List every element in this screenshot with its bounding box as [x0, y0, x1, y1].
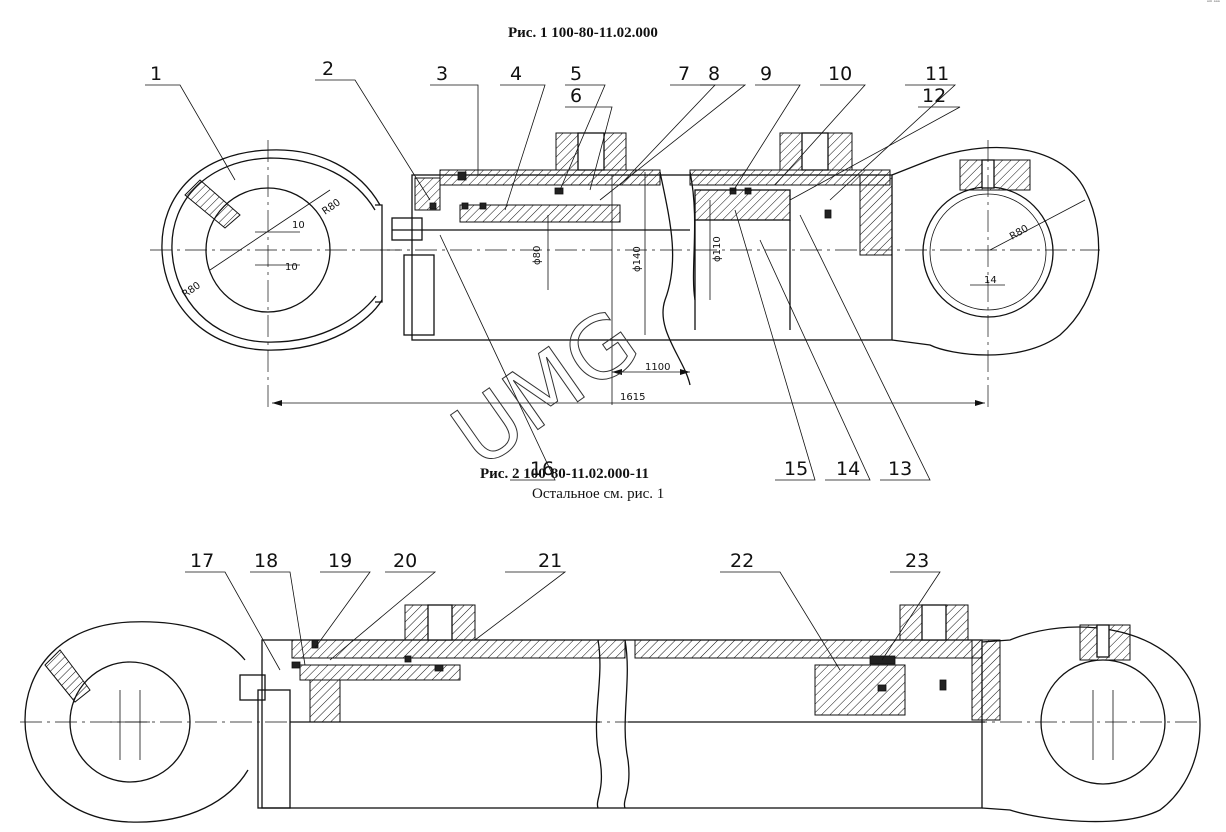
callout-19: 19 — [328, 550, 352, 572]
fig2-left-eye — [20, 621, 1200, 823]
dim-d110: ϕ110 — [712, 236, 723, 262]
callout-15: 15 — [784, 458, 808, 480]
fig2-leaders — [185, 571, 941, 671]
callout-12: 12 — [922, 85, 946, 107]
callout-16: 16 — [530, 458, 554, 480]
fig2-callouts: 17 18 19 20 21 22 23 — [190, 550, 929, 572]
dim-d140: ϕ140 — [632, 246, 643, 272]
dim-r80-left-top: R80 — [320, 197, 342, 217]
fig1-barrel — [380, 132, 1100, 386]
dim-r80-right: R80 — [1008, 223, 1031, 242]
fig1-callouts: 1 2 3 4 5 6 7 8 9 10 11 12 13 14 15 16 — [150, 58, 949, 480]
callout-3: 3 — [436, 63, 448, 85]
fig1-dimensions — [272, 172, 985, 406]
figure1-drawing: 1 2 3 4 5 6 7 8 9 10 11 12 13 14 15 16 R… — [145, 58, 1100, 488]
callout-5: 5 — [570, 63, 582, 85]
figure2-drawing: 17 18 19 20 21 22 23 — [20, 550, 1201, 823]
dim-10-bottom: 10 — [285, 262, 298, 273]
dim-14: 14 — [984, 275, 997, 286]
callout-8: 8 — [708, 63, 720, 85]
callout-2: 2 — [322, 58, 334, 80]
callout-10: 10 — [828, 63, 852, 85]
dim-1615: 1615 — [620, 392, 645, 403]
callout-11: 11 — [925, 63, 949, 85]
corner-mark: ᵒᵐ ᵒᵒᵒ — [1207, 0, 1220, 6]
callout-4: 4 — [510, 63, 522, 85]
fig1-leaders — [145, 79, 961, 481]
callout-18: 18 — [254, 550, 278, 572]
figure2-subtitle: Остальное см. рис. 1 — [532, 486, 665, 502]
callout-20: 20 — [393, 550, 417, 572]
callout-9: 9 — [760, 63, 772, 85]
callout-17: 17 — [190, 550, 214, 572]
figure1-title: Рис. 1 100-80-11.02.000 — [508, 25, 658, 41]
callout-13: 13 — [888, 458, 912, 480]
callout-22: 22 — [730, 550, 754, 572]
callout-14: 14 — [836, 458, 860, 480]
fig2-barrel — [239, 604, 1001, 809]
dim-1100: 1100 — [645, 362, 670, 373]
dim-d80: ϕ80 — [532, 246, 543, 265]
callout-6: 6 — [570, 85, 582, 107]
callout-21: 21 — [538, 550, 562, 572]
dim-10-top: 10 — [292, 220, 305, 231]
callout-23: 23 — [905, 550, 929, 572]
dim-r80-left-bottom: R80 — [180, 280, 202, 300]
callout-7: 7 — [678, 63, 690, 85]
callout-1: 1 — [150, 63, 162, 85]
fig2-right-eye — [981, 624, 1201, 823]
figure2-title: Рис. 2 100-80-11.02.000-11 — [480, 466, 650, 482]
fig1-right-eye — [891, 140, 1100, 410]
fig1-left-eye — [150, 140, 400, 410]
